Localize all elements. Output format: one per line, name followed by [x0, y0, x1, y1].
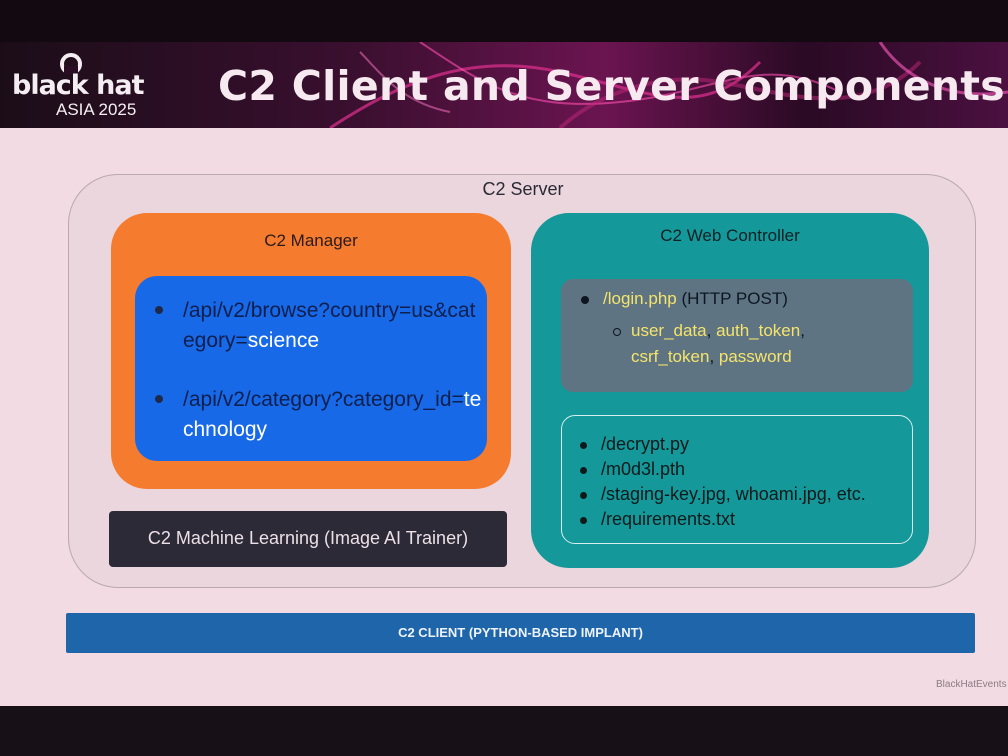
file-item: /requirements.txt — [580, 509, 735, 530]
param-password: password — [718, 347, 792, 366]
login-method: (HTTP POST) — [681, 289, 788, 308]
c2-server-label: C2 Server — [482, 179, 564, 199]
bullet-icon — [580, 441, 587, 449]
c2-manager-box: C2 Manager /api/v2/browse?country=us&cat… — [111, 213, 511, 489]
bullet-icon — [580, 516, 587, 524]
c2-manager-label: C2 Manager — [264, 231, 358, 250]
bullet-icon — [155, 395, 163, 403]
param-csrf-token: csrf_token — [631, 347, 710, 366]
api-endpoint-value: technology — [183, 388, 482, 441]
login-params-line-2: csrf_token, password — [631, 347, 792, 366]
login-endpoint: /login.php (HTTP POST) — [581, 289, 788, 309]
c2-ml-label: C2 Machine Learning (Image AI Trainer) — [147, 528, 469, 548]
file-item: /staging-key.jpg, whoami.jpg, etc. — [580, 484, 866, 505]
c2-ml-box: C2 Machine Learning (Image AI Trainer) — [109, 511, 507, 567]
file-name: /decrypt.py — [601, 434, 690, 454]
api-endpoint-path: /api/v2/browse?country=us&category= — [183, 299, 476, 352]
file-name: /m0d3l.pth — [601, 459, 686, 479]
file-item: /decrypt.py — [580, 434, 689, 455]
slide-body: C2 Server C2 Manager /api/v2/browse?coun… — [0, 128, 1008, 706]
top-dark-band — [0, 0, 1008, 42]
file-name: /requirements.txt — [601, 509, 736, 529]
param-auth-token: auth_token — [716, 321, 801, 340]
bottom-dark-band — [0, 706, 1008, 756]
bullet-icon — [155, 306, 163, 314]
manager-api-list: /api/v2/browse?country=us&category=scien… — [135, 276, 487, 461]
bullet-icon — [580, 466, 587, 474]
page-title: C2 Client and Server Components — [218, 62, 1005, 110]
bullet-icon — [581, 295, 589, 304]
hollow-bullet-icon — [613, 327, 621, 336]
file-name: /staging-key.jpg, whoami.jpg, etc. — [601, 484, 866, 504]
api-endpoint-value: science — [247, 329, 319, 352]
param-user-data: user_data — [631, 321, 707, 340]
header-banner: black hat ASIA 2025 C2 Client and Server… — [0, 42, 1008, 128]
event-watermark: BlackHatEvents — [936, 679, 1007, 690]
c2-web-controller-label: C2 Web Controller — [660, 226, 800, 245]
bullet-icon — [580, 491, 587, 499]
c2-web-controller-box: C2 Web Controller /login.php (HTTP POST)… — [531, 213, 929, 568]
c2-server-container: C2 Server C2 Manager /api/v2/browse?coun… — [68, 174, 976, 588]
logo-wordmark: black hat — [12, 70, 145, 101]
api-endpoint-path: /api/v2/category?category_id= — [183, 388, 464, 411]
banner-decoration — [329, 42, 1008, 128]
login-endpoint-box: /login.php (HTTP POST) user_data, auth_t… — [561, 279, 913, 392]
c2-client-bar: C2 CLIENT (PYTHON-BASED IMPLANT) — [66, 613, 975, 653]
login-params-line-1: user_data, auth_token, — [613, 321, 805, 341]
controller-files-box: /decrypt.py /m0d3l.pth /staging-key.jpg,… — [561, 415, 913, 544]
file-item: /m0d3l.pth — [580, 459, 685, 480]
logo-event: ASIA 2025 — [56, 100, 137, 119]
blackhat-logo: black hat ASIA 2025 — [10, 50, 160, 122]
logo-hat-icon — [60, 53, 82, 74]
c2-client-label: C2 CLIENT (PYTHON-BASED IMPLANT) — [398, 625, 643, 640]
login-path: /login.php — [603, 289, 677, 308]
